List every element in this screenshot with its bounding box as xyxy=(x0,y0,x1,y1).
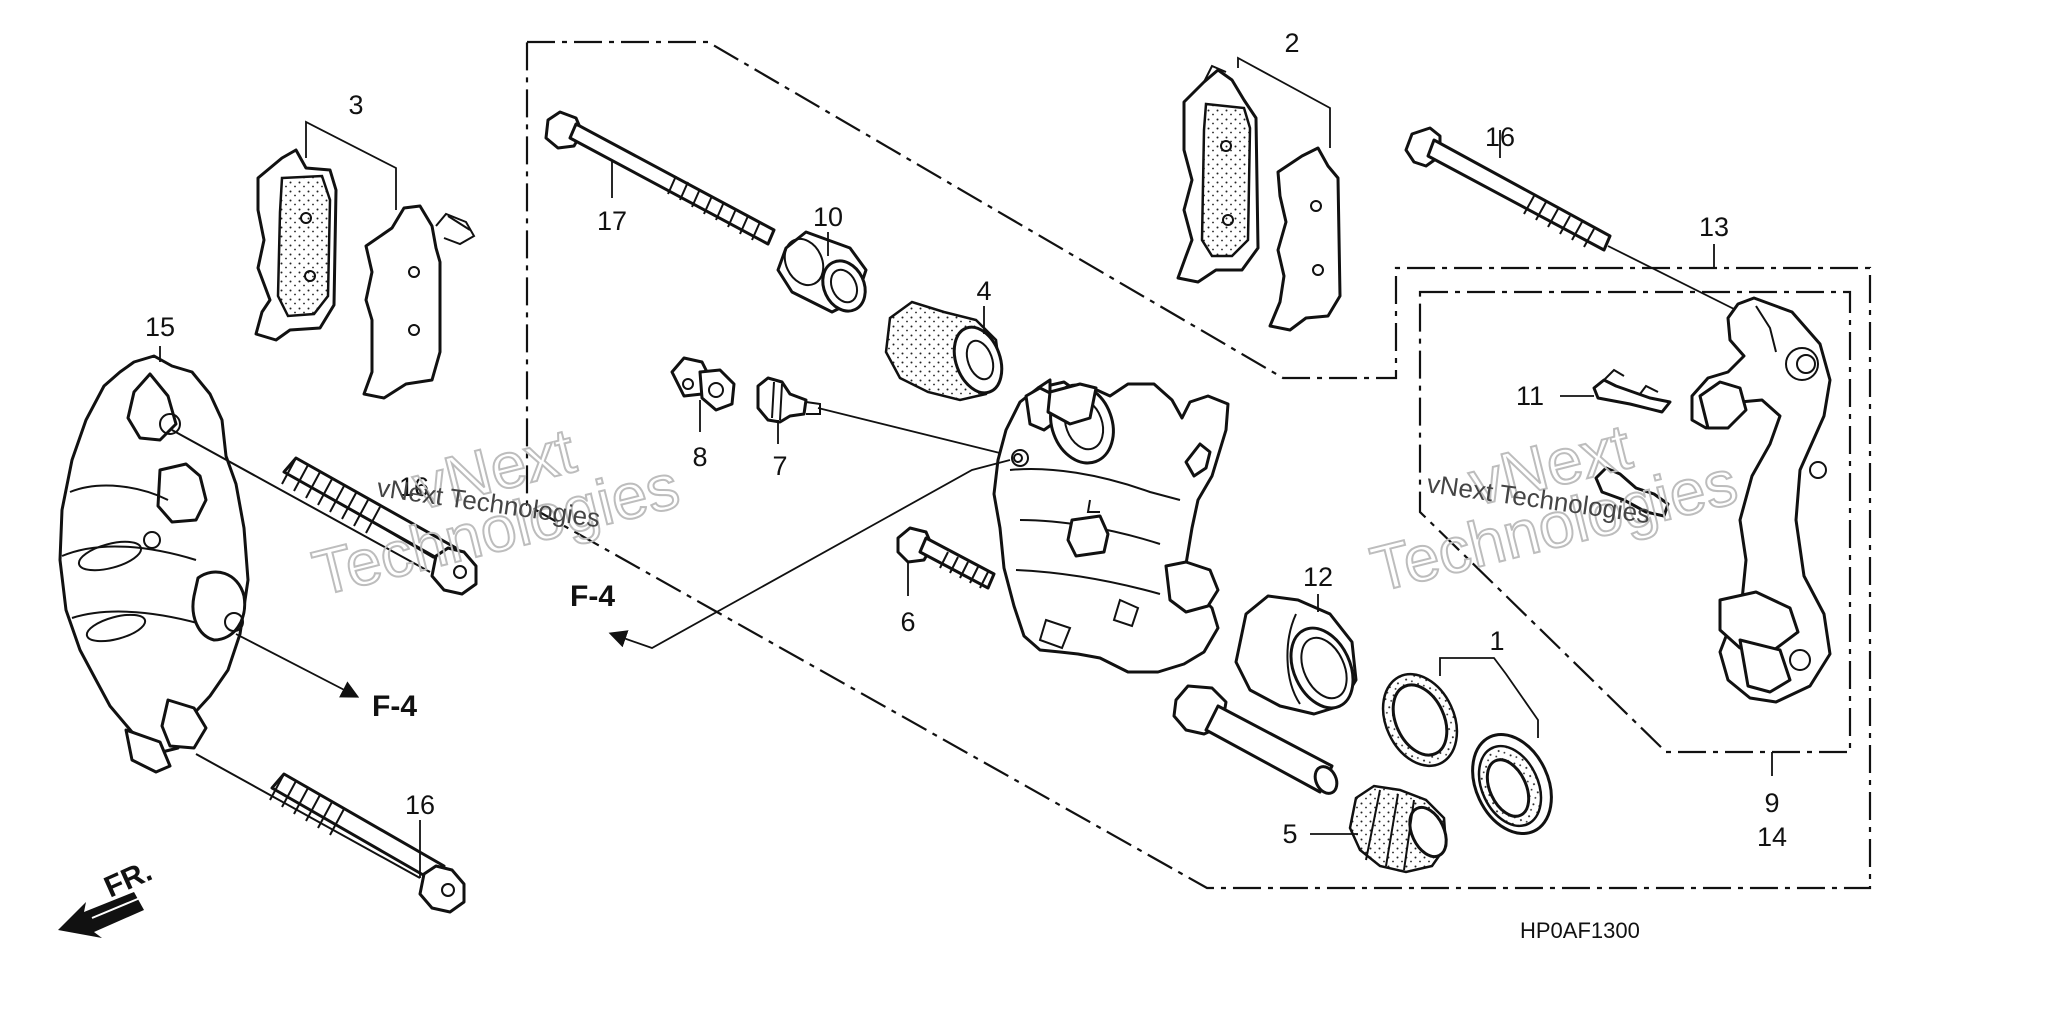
piston-seal-1 xyxy=(1381,672,1459,768)
callout-9: 9 xyxy=(1764,788,1779,818)
caliper-housing xyxy=(992,378,1230,674)
leader-3 xyxy=(305,120,397,210)
ref-label-left: F-4 xyxy=(372,690,417,723)
callout-16-upper: 16 xyxy=(1485,122,1515,152)
direction-label: FR. xyxy=(99,855,157,905)
dust-boot-4 xyxy=(884,300,1004,402)
callout-1: 1 xyxy=(1489,626,1504,656)
pad-spring-11 xyxy=(1592,368,1672,414)
caliper-bracket-9 xyxy=(1690,296,1832,704)
callout-6: 6 xyxy=(900,607,915,637)
slide-pin-boot-10 xyxy=(776,230,868,314)
bleeder-cap-8 xyxy=(670,356,736,412)
caliper-bolt-lower xyxy=(195,753,466,914)
pin-boot-5 xyxy=(1348,784,1448,874)
callout-7: 7 xyxy=(772,451,787,481)
ref-arrow-left xyxy=(235,633,360,698)
callout-5: 5 xyxy=(1282,819,1297,849)
diagram-code: HP0AF1300 xyxy=(1520,918,1640,943)
brake-pad-left-rear xyxy=(362,204,476,400)
brake-pad-right-front xyxy=(1176,64,1260,284)
callout-16-middle: 16 xyxy=(399,472,429,502)
ref-label-center: F-4 xyxy=(570,580,615,613)
bleeder-valve-7 xyxy=(756,376,1013,457)
leader-2 xyxy=(1237,56,1331,148)
callout-16-lower: 16 xyxy=(405,790,435,820)
assembly-outline-main xyxy=(525,40,1872,890)
callout-15: 15 xyxy=(145,312,175,342)
brake-pad-right-rear xyxy=(1268,146,1342,332)
brake-pad-left-front xyxy=(254,148,338,342)
leader-1 xyxy=(1439,657,1539,738)
caliper-piston-12 xyxy=(1234,594,1358,716)
callout-17: 17 xyxy=(597,206,627,236)
callout-13: 13 xyxy=(1699,212,1729,242)
callout-12: 12 xyxy=(1303,562,1333,592)
slide-pin-5 xyxy=(1172,684,1339,795)
slide-bolt-17 xyxy=(544,110,776,246)
callout-14: 14 xyxy=(1757,822,1787,852)
dust-seal-1 xyxy=(1471,732,1553,836)
callout-10: 10 xyxy=(813,202,843,232)
callout-4: 4 xyxy=(976,276,991,306)
bolt-6 xyxy=(896,526,996,590)
callout-8: 8 xyxy=(692,442,707,472)
pad-retainer-11b xyxy=(1594,466,1670,518)
callout-3: 3 xyxy=(348,90,363,120)
caliper-bolt-upper xyxy=(171,429,478,596)
callout-11: 11 xyxy=(1516,381,1544,411)
bracket-bolt xyxy=(1404,126,1761,323)
ref-arrow-center xyxy=(608,459,1011,649)
caliper-body-left xyxy=(58,354,250,774)
callout-2: 2 xyxy=(1284,28,1299,58)
front-direction-arrow xyxy=(58,892,144,938)
